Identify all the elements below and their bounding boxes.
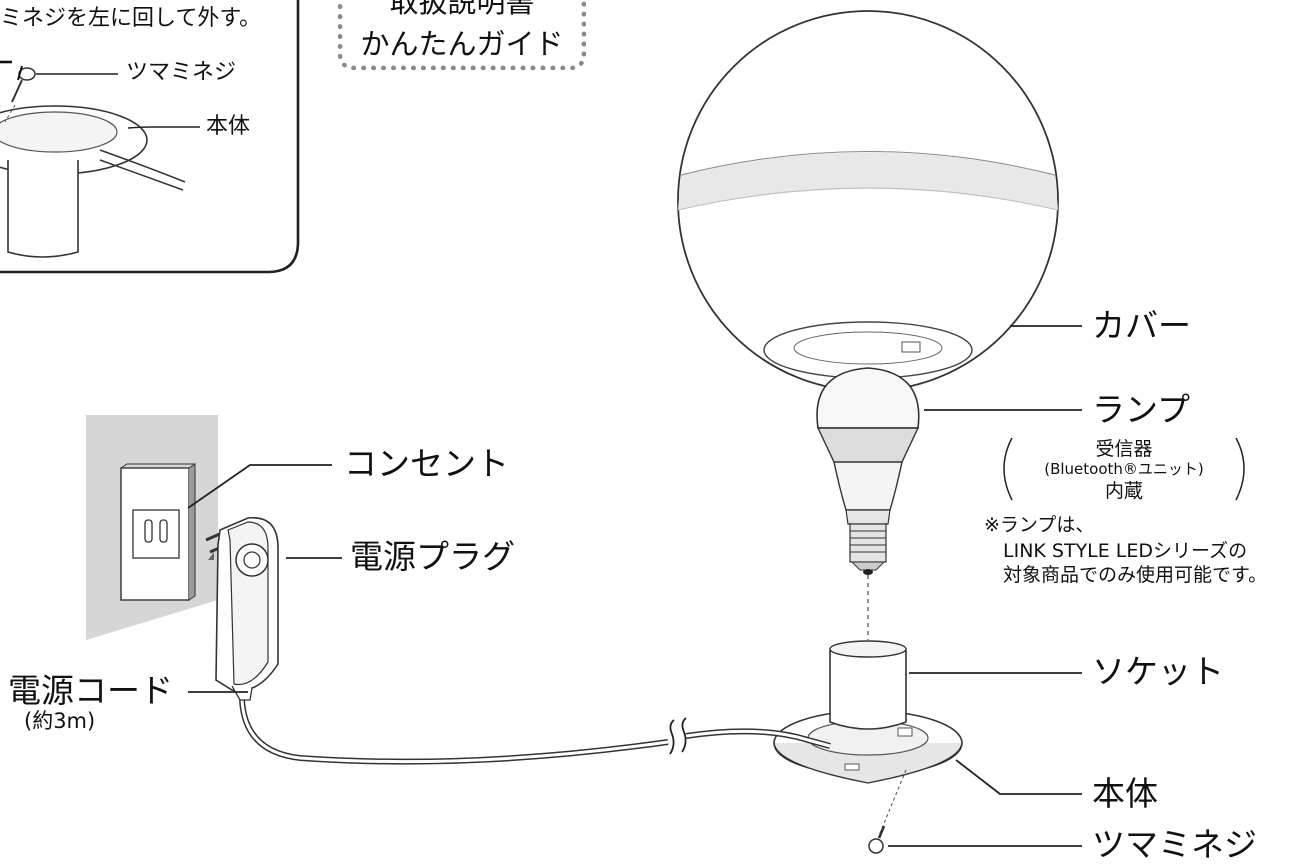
note-close-paren xyxy=(1235,437,1245,501)
label-lamp: ランプ xyxy=(1092,390,1191,429)
guide-line-2: かんたんガイド xyxy=(360,27,564,61)
cover-globe xyxy=(677,10,1059,392)
leader-lines xyxy=(187,325,1082,847)
label-cord: 電源コード xyxy=(8,671,173,710)
lamp-note-line2: (Bluetooth®ユニット) xyxy=(1044,460,1204,478)
inset-knob-screw-icon xyxy=(0,60,36,123)
label-plug: 電源プラグ xyxy=(350,537,515,576)
inset-label-body: 本体 xyxy=(206,114,251,139)
label-body: 本体 xyxy=(1092,774,1158,813)
socket-and-body xyxy=(773,640,963,854)
inset-illustration xyxy=(0,0,300,274)
power-cord xyxy=(239,699,831,765)
lamp-warning-line2: LINK STYLE LEDシリーズの xyxy=(1003,540,1248,562)
power-plug xyxy=(205,517,279,701)
label-outlet: コンセント xyxy=(344,444,509,483)
wall-outlet xyxy=(86,415,218,640)
label-socket: ソケット xyxy=(1092,652,1224,691)
label-cord-length: (約3m) xyxy=(24,709,96,733)
knob-screw-icon xyxy=(868,825,886,854)
lamp-note-line1: 受信器 xyxy=(1095,438,1153,460)
note-open-paren xyxy=(1003,437,1013,501)
lamp-note-line3: 内蔵 xyxy=(1104,480,1143,502)
lamp-warning-line1: ※ランプは、 xyxy=(984,514,1095,536)
inset-instruction: ミネジを左に回して外す。 xyxy=(0,6,262,31)
label-cover: カバー xyxy=(1092,306,1191,345)
label-knob-screw: ツマミネジ xyxy=(1092,825,1257,864)
guide-line-1: 取扱説明書 xyxy=(389,0,535,19)
lamp-warning-line3: 対象商品でのみ使用可能です。 xyxy=(1003,564,1268,586)
guide-box xyxy=(338,0,586,70)
inset-label-knob-screw: ツマミネジ xyxy=(126,60,237,85)
lamp-bulb xyxy=(816,367,920,575)
